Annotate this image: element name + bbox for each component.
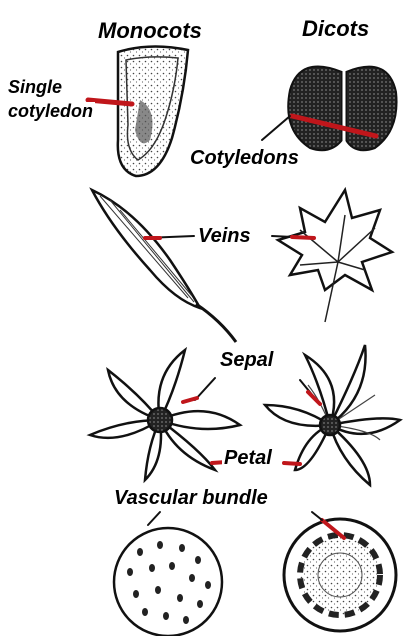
monocot-leaf-illustration bbox=[92, 190, 236, 342]
dicot-seed-illustration bbox=[288, 66, 396, 150]
dicot-leaf-illustration bbox=[278, 190, 392, 322]
single-cotyledon-label-line1: Single bbox=[6, 78, 64, 96]
cotyledons-label: Cotyledons bbox=[188, 148, 301, 168]
sepal-label: Sepal bbox=[218, 350, 275, 370]
vascular-bundle-label: Vascular bundle bbox=[112, 488, 270, 508]
petal-label: Petal bbox=[222, 448, 274, 468]
monocot-seed-illustration bbox=[118, 46, 188, 176]
monocots-header: Monocots bbox=[96, 20, 204, 42]
single-cotyledon-label-line2: cotyledon bbox=[6, 102, 95, 120]
monocot-stem-section-illustration bbox=[114, 528, 222, 636]
dicots-header: Dicots bbox=[300, 18, 371, 40]
veins-label: Veins bbox=[196, 226, 253, 246]
